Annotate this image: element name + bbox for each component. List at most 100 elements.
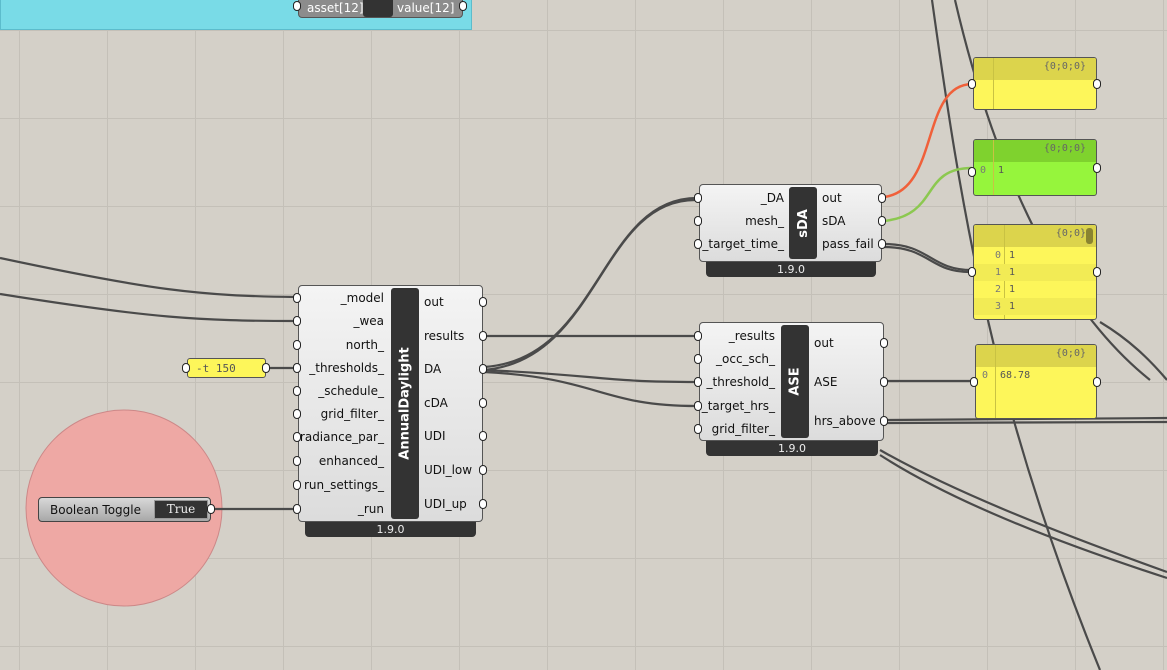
panel-divider bbox=[993, 140, 994, 195]
output-grip[interactable] bbox=[459, 1, 467, 11]
input-grip[interactable] bbox=[694, 216, 702, 226]
output-grip[interactable] bbox=[1093, 162, 1101, 173]
top-component[interactable]: asset[12] value[12] bbox=[298, 0, 463, 18]
output-panel[interactable]: {0;0;0} bbox=[973, 57, 1097, 110]
output-grip[interactable] bbox=[880, 416, 888, 426]
annual-daylight-component[interactable]: AnnualDaylight bbox=[298, 285, 483, 522]
wire-long-3 bbox=[1099, 321, 1167, 381]
input-grip[interactable] bbox=[293, 293, 301, 303]
row-index: 1 bbox=[994, 267, 1001, 278]
row-value: 1 bbox=[998, 165, 1005, 176]
input-runsettings-label: run_settings_ bbox=[304, 478, 384, 492]
component-title-bar: ASE bbox=[781, 325, 809, 438]
input-DA-label: _DA bbox=[760, 191, 784, 205]
panel-header: {0;0;0} bbox=[974, 140, 1096, 162]
input-grip[interactable] bbox=[293, 432, 301, 442]
input-grip[interactable] bbox=[970, 376, 978, 387]
output-grip[interactable] bbox=[1093, 78, 1101, 89]
wire-passfail-2 bbox=[883, 245, 973, 274]
output-grip[interactable] bbox=[1093, 267, 1101, 277]
toggle-value[interactable]: True bbox=[154, 500, 208, 519]
input-wea-label: _wea bbox=[353, 314, 384, 328]
input-grip[interactable] bbox=[293, 386, 301, 396]
wire-da-threshold bbox=[483, 368, 698, 384]
input-grip[interactable] bbox=[694, 193, 702, 203]
input-grip[interactable] bbox=[968, 267, 976, 277]
input-grip[interactable] bbox=[694, 331, 702, 341]
input-grip[interactable] bbox=[293, 480, 301, 490]
wire-hrs bbox=[885, 416, 1167, 422]
row-index: 2 bbox=[994, 284, 1001, 295]
boolean-toggle[interactable]: Boolean Toggle True bbox=[38, 497, 211, 522]
input-grip[interactable] bbox=[293, 504, 301, 514]
sda-component[interactable]: sDA bbox=[699, 184, 882, 262]
output-grip[interactable] bbox=[880, 377, 888, 387]
input-grip[interactable] bbox=[694, 354, 702, 364]
input-grip[interactable] bbox=[293, 1, 301, 11]
input-grip[interactable] bbox=[694, 239, 702, 249]
output-cDA-label: cDA bbox=[424, 396, 448, 410]
output-ASE-label: ASE bbox=[814, 375, 838, 389]
row-value: 1 bbox=[1009, 301, 1016, 312]
output-grip[interactable] bbox=[878, 193, 886, 203]
output-grip[interactable] bbox=[479, 331, 487, 341]
output-grip[interactable] bbox=[262, 363, 270, 373]
input-grip[interactable] bbox=[293, 340, 301, 350]
component-title-bar: AnnualDaylight bbox=[391, 288, 419, 519]
input-grip[interactable] bbox=[694, 401, 702, 411]
output-grip[interactable] bbox=[479, 465, 487, 475]
top-input-label: asset[12] bbox=[307, 1, 364, 15]
panel-divider bbox=[995, 345, 996, 418]
input-grip[interactable] bbox=[968, 166, 976, 177]
output-grip[interactable] bbox=[207, 504, 215, 514]
row-value: 68.78 bbox=[1000, 370, 1031, 381]
top-component-icon bbox=[363, 0, 393, 17]
top-output-label: value[12] bbox=[397, 1, 455, 15]
input-grip[interactable] bbox=[694, 424, 702, 434]
input-grip[interactable] bbox=[293, 363, 301, 373]
output-grip[interactable] bbox=[479, 297, 487, 307]
output-grip[interactable] bbox=[878, 216, 886, 226]
wire-out-1 bbox=[879, 449, 1167, 574]
row-index: 0 bbox=[994, 250, 1001, 261]
panel-header: {0;0;0} bbox=[974, 58, 1096, 80]
ase-component[interactable]: ASE bbox=[699, 322, 884, 441]
input-grip[interactable] bbox=[694, 377, 702, 387]
output-hrsabove-label: hrs_above bbox=[814, 414, 876, 428]
input-grip[interactable] bbox=[293, 409, 301, 419]
input-grip[interactable] bbox=[293, 316, 301, 326]
row-index: 0 bbox=[981, 370, 988, 381]
version-label: 1.9.0 bbox=[706, 262, 876, 277]
output-UDIup-label: UDI_up bbox=[424, 497, 467, 511]
thresholds-panel[interactable]: -t 150 bbox=[187, 358, 266, 378]
input-model-label: _model bbox=[340, 291, 384, 305]
output-grip[interactable] bbox=[1093, 376, 1101, 387]
panel-scrollbar[interactable] bbox=[1086, 228, 1093, 244]
input-grip[interactable] bbox=[968, 78, 976, 89]
wire-da-hrs bbox=[483, 370, 698, 408]
output-grip[interactable] bbox=[479, 398, 487, 408]
input-grip[interactable] bbox=[182, 363, 190, 373]
panel-divider bbox=[993, 58, 994, 109]
panel-text: -t 150 bbox=[196, 362, 236, 375]
version-label: 1.9.0 bbox=[305, 522, 476, 537]
input-results-label: _results bbox=[728, 329, 775, 343]
input-mesh-label: mesh_ bbox=[745, 214, 784, 228]
output-grip[interactable] bbox=[479, 364, 487, 374]
output-UDIlow-label: UDI_low bbox=[424, 463, 473, 477]
input-grip[interactable] bbox=[293, 456, 301, 466]
output-grip[interactable] bbox=[479, 431, 487, 441]
input-targethrs-label: _target_hrs_ bbox=[701, 399, 775, 413]
output-grip[interactable] bbox=[479, 499, 487, 509]
output-grip[interactable] bbox=[878, 239, 886, 249]
wire-model bbox=[0, 256, 297, 299]
output-grip[interactable] bbox=[880, 338, 888, 348]
wire-hrs-2 bbox=[885, 420, 1167, 425]
